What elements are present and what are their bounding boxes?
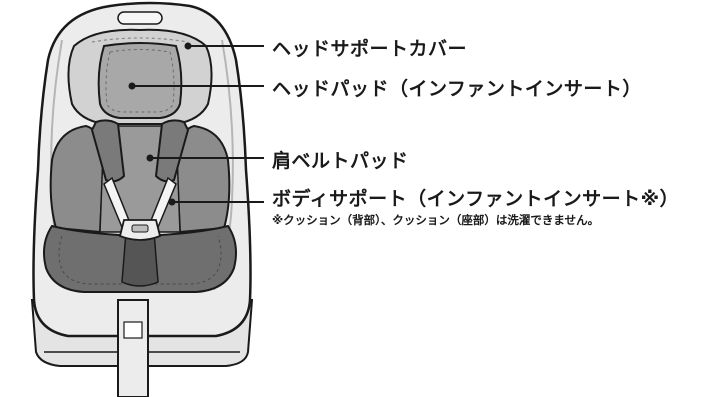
head-pad-seam — [105, 49, 175, 113]
head-cover-seam — [91, 37, 189, 43]
crotch-pad — [121, 231, 159, 287]
support-leg — [117, 299, 149, 397]
support-leg-slot — [123, 321, 143, 339]
label-head-pad: ヘッドパッド（インファントインサート） — [272, 78, 642, 100]
label-shoulder-belt-pad: 肩ベルトパッド — [272, 150, 409, 172]
buckle-button — [131, 224, 149, 233]
top-handle — [117, 11, 163, 25]
head-pad — [97, 42, 183, 119]
label-washing-note: ※クッション（背部）、クッション（座部）は洗濯できません。 — [272, 213, 600, 227]
seat-cushion-seam — [58, 235, 222, 285]
callouts — [128, 42, 264, 206]
label-body-support: ボディサポート（インファントインサート※） — [272, 188, 680, 210]
label-head-support-cover: ヘッドサポートカバー — [272, 38, 468, 60]
